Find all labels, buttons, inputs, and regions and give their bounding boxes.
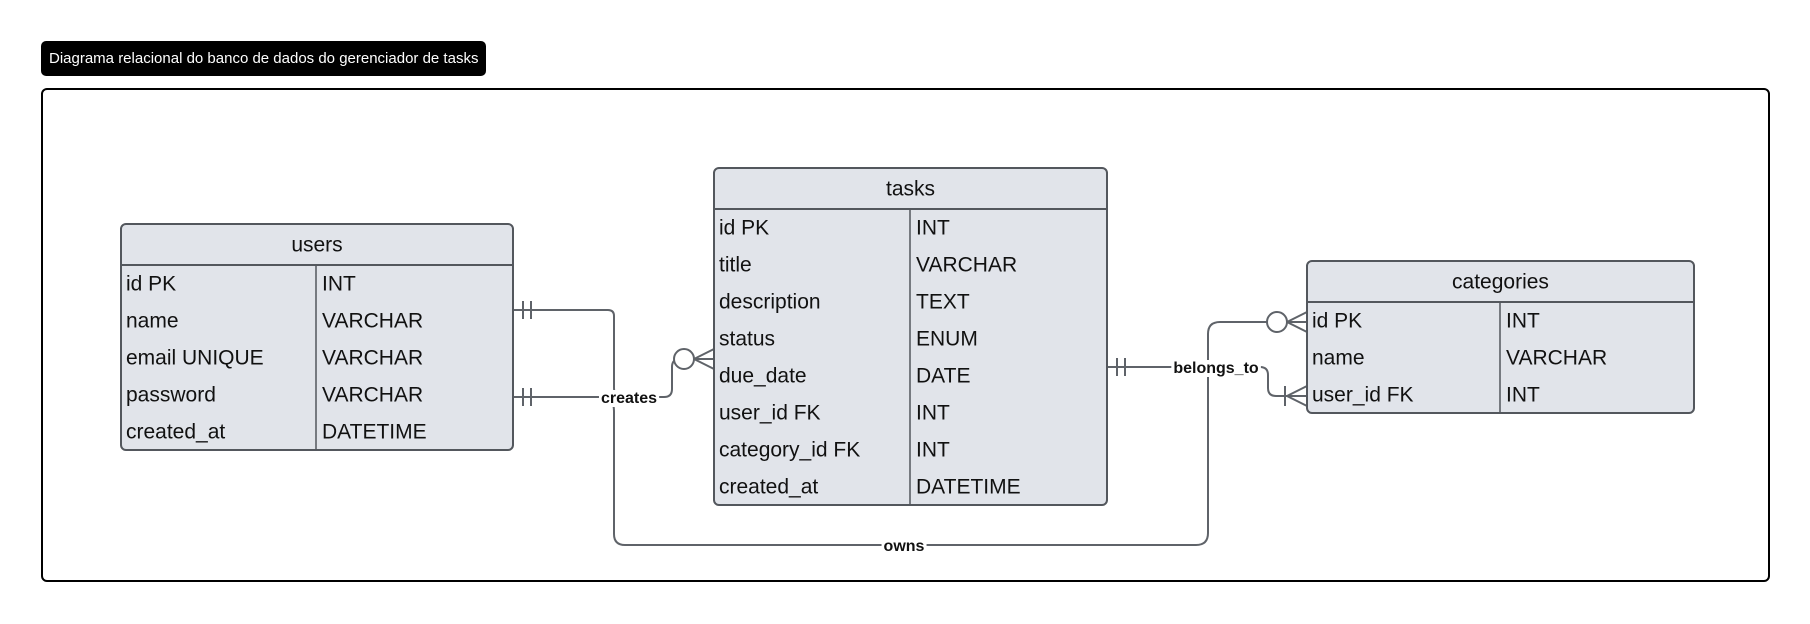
attribute-name: category_id FK xyxy=(719,439,860,462)
relationship-belongs_to[interactable] xyxy=(1107,358,1308,407)
relationship-line xyxy=(1107,366,1307,397)
relationship-label: belongs_to xyxy=(1173,360,1259,377)
attribute-name: password xyxy=(126,384,216,407)
entity-box xyxy=(120,223,514,451)
attribute-type: INT xyxy=(916,439,950,462)
label-background xyxy=(598,390,660,407)
attribute-name: id PK xyxy=(719,217,769,240)
attribute-name: user_id FK xyxy=(1312,384,1414,407)
attribute-type: DATETIME xyxy=(916,476,1021,499)
attribute-type: VARCHAR xyxy=(322,347,423,370)
cardinality-zero-circle xyxy=(673,348,695,370)
attribute-type: INT xyxy=(916,217,950,240)
attribute-type: VARCHAR xyxy=(1506,347,1607,370)
attribute-name: status xyxy=(719,328,775,351)
crowfoot-line xyxy=(1286,395,1308,407)
attribute-name: email UNIQUE xyxy=(126,347,264,370)
attribute-type: VARCHAR xyxy=(916,254,1017,277)
attribute-type: INT xyxy=(1506,310,1540,333)
attribute-type: VARCHAR xyxy=(322,310,423,333)
attribute-name: created_at xyxy=(719,476,818,499)
crowfoot-line xyxy=(693,358,715,370)
attribute-name: name xyxy=(126,310,179,333)
entity-tasks[interactable]: tasks id PK INT title VARCHAR description TEXT… xyxy=(713,167,1108,506)
entity-name: tasks xyxy=(886,178,935,201)
attribute-name: id PK xyxy=(1312,310,1362,333)
attribute-name: due_date xyxy=(719,365,807,388)
attribute-type: INT xyxy=(322,273,356,296)
attribute-name: title xyxy=(719,254,752,277)
relationship-label-owns: owns xyxy=(881,538,927,555)
entity-name: users xyxy=(291,234,342,257)
relationship-creates[interactable] xyxy=(513,301,715,398)
crowfoot-line xyxy=(1286,311,1308,323)
attribute-name: user_id FK xyxy=(719,402,821,425)
attribute-name: name xyxy=(1312,347,1365,370)
label-background xyxy=(881,538,927,555)
crowfoot-line xyxy=(1286,385,1308,397)
attribute-name: id PK xyxy=(126,273,176,296)
attribute-type: VARCHAR xyxy=(322,384,423,407)
entity-categories[interactable]: categories id PK INT name VARCHAR user_id FK I… xyxy=(1306,260,1695,414)
entity-name: categories xyxy=(1452,271,1549,294)
diagram-frame xyxy=(41,88,1770,582)
attribute-type: TEXT xyxy=(916,291,970,314)
relationship-label-belongs_to: belongs_to xyxy=(1171,360,1261,377)
label-background xyxy=(1171,360,1261,377)
attribute-type: INT xyxy=(1506,384,1540,407)
relationship-label: owns xyxy=(884,538,925,555)
relationship-label-creates: creates xyxy=(598,390,660,407)
attribute-name: created_at xyxy=(126,421,225,444)
crowfoot-line xyxy=(1286,321,1308,333)
attribute-type: INT xyxy=(916,402,950,425)
cardinality-zero-circle xyxy=(1266,311,1288,333)
attribute-name: description xyxy=(719,291,821,314)
attribute-type: DATETIME xyxy=(322,421,427,444)
relationship-label: creates xyxy=(601,390,657,407)
crowfoot-line xyxy=(693,348,715,360)
attribute-type: DATE xyxy=(916,365,970,388)
diagram-title: Diagrama relacional do banco de dados do… xyxy=(41,41,487,76)
attribute-type: ENUM xyxy=(916,328,978,351)
